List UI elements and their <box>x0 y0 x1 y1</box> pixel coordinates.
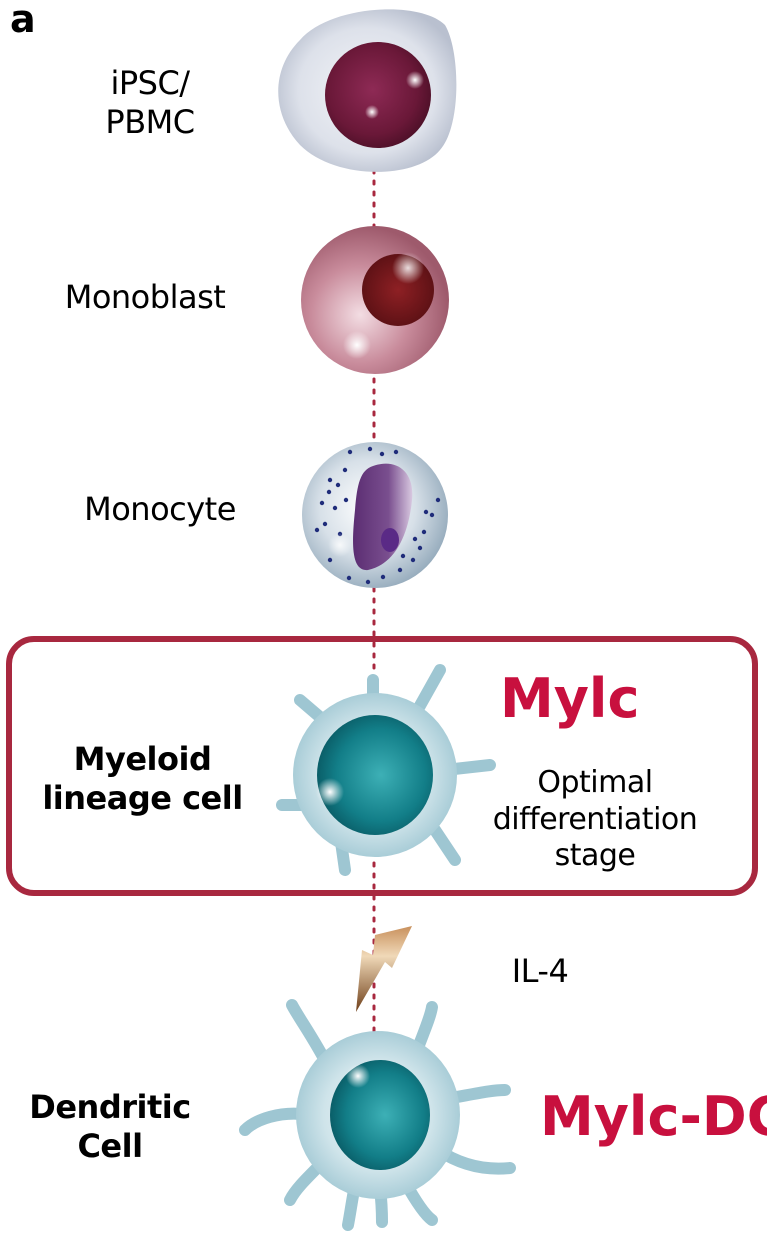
monoblast-cell-icon <box>301 226 449 374</box>
myeloid-lineage-cell-icon <box>276 664 496 876</box>
monocyte-cell-icon <box>302 442 448 588</box>
granules <box>314 446 441 585</box>
label-dendritic-cell: Dendritic Cell <box>29 1088 191 1166</box>
mylc-dc-name: Mylc-DC <box>540 1085 767 1148</box>
il4-stimulus-bolt-icon <box>356 926 412 1012</box>
mylc-name: Mylc <box>500 667 640 730</box>
label-monoblast: Monoblast <box>64 278 226 316</box>
label-monocyte: Monocyte <box>84 490 236 528</box>
label-myeloid-lineage-cell: Myeloid lineage cell <box>42 740 243 818</box>
label-ipsc-pbmc: iPSC/ PBMC <box>105 64 195 142</box>
dendritic-cell-icon <box>239 999 516 1231</box>
il4-label: IL-4 <box>511 952 569 990</box>
optimal-stage-note: Optimal differentiation stage <box>492 765 698 874</box>
panel-label: a <box>10 0 36 41</box>
optimal-stage-highlight-box <box>6 636 758 896</box>
ipsc-pbmc-cell-icon <box>278 9 457 172</box>
